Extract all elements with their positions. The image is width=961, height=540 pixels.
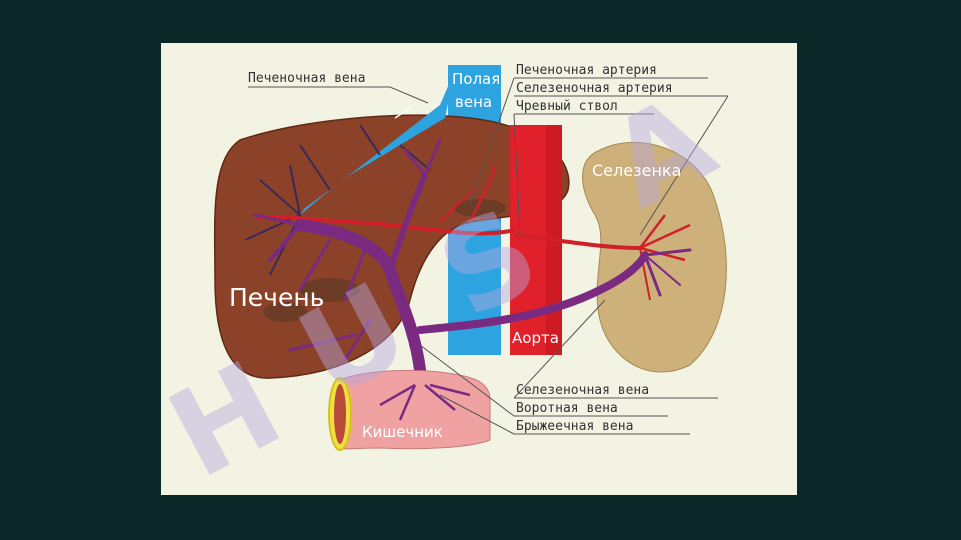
callout-mesenteric-vein: Брыжеечная вена: [516, 419, 633, 434]
spleen-label: Селезенка: [592, 161, 681, 180]
flow-arrow: [394, 107, 411, 119]
spleen: [582, 141, 727, 373]
callout-hepatic-artery: Печеночная артерия: [516, 63, 657, 78]
callout-leaders: [248, 77, 729, 435]
intestine-label: Кишечник: [362, 423, 443, 441]
portal-vein: [253, 138, 692, 402]
vena-cava-label: Полая: [452, 70, 500, 88]
mesenteric-branches: [379, 383, 471, 421]
liver-shadow: [454, 199, 506, 217]
callout-splenic-vein: Селезеночная вена: [516, 383, 649, 398]
callout-splenic-artery: Селезеночная артерия: [516, 81, 673, 96]
liver-label: Печень: [229, 283, 324, 312]
callout-hepatic-vein: Печеночная вена: [248, 71, 365, 86]
callout-celiac-trunk: Чревный ствол: [516, 99, 618, 114]
aorta-label: Аорта: [512, 329, 559, 347]
liver-shadow: [263, 302, 307, 322]
intestine-lumen: [334, 384, 346, 444]
vena-cava-label: вена: [455, 93, 492, 111]
callout-portal-vein: Воротная вена: [516, 401, 618, 416]
